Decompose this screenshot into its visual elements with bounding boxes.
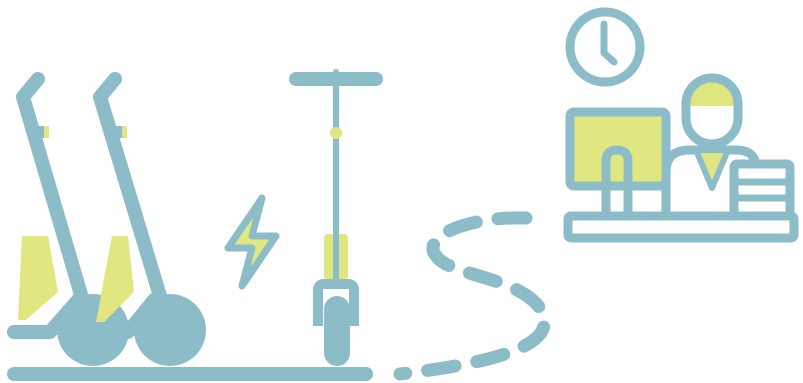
clock-icon — [570, 12, 640, 82]
person-tie — [696, 150, 728, 188]
document-stack-icon — [734, 164, 790, 216]
desk-icon — [568, 216, 794, 238]
desk-top — [568, 216, 794, 238]
clock-hands — [604, 24, 614, 62]
scooter-front-icon — [296, 72, 376, 366]
document-stack-outline — [734, 164, 790, 216]
scooter-deck-accent — [96, 236, 134, 322]
scooter-deck-accent — [18, 236, 58, 320]
scooter-handle-accent — [44, 126, 49, 138]
scooter-front-light — [330, 127, 342, 139]
monitor-icon — [570, 112, 666, 214]
lightning-bolt-icon — [228, 198, 276, 286]
scooter-handle-accent — [122, 126, 127, 138]
scooter-front-wheel — [324, 296, 350, 366]
dashed-path-icon — [400, 218, 544, 374]
scooter-wheel — [134, 294, 206, 366]
